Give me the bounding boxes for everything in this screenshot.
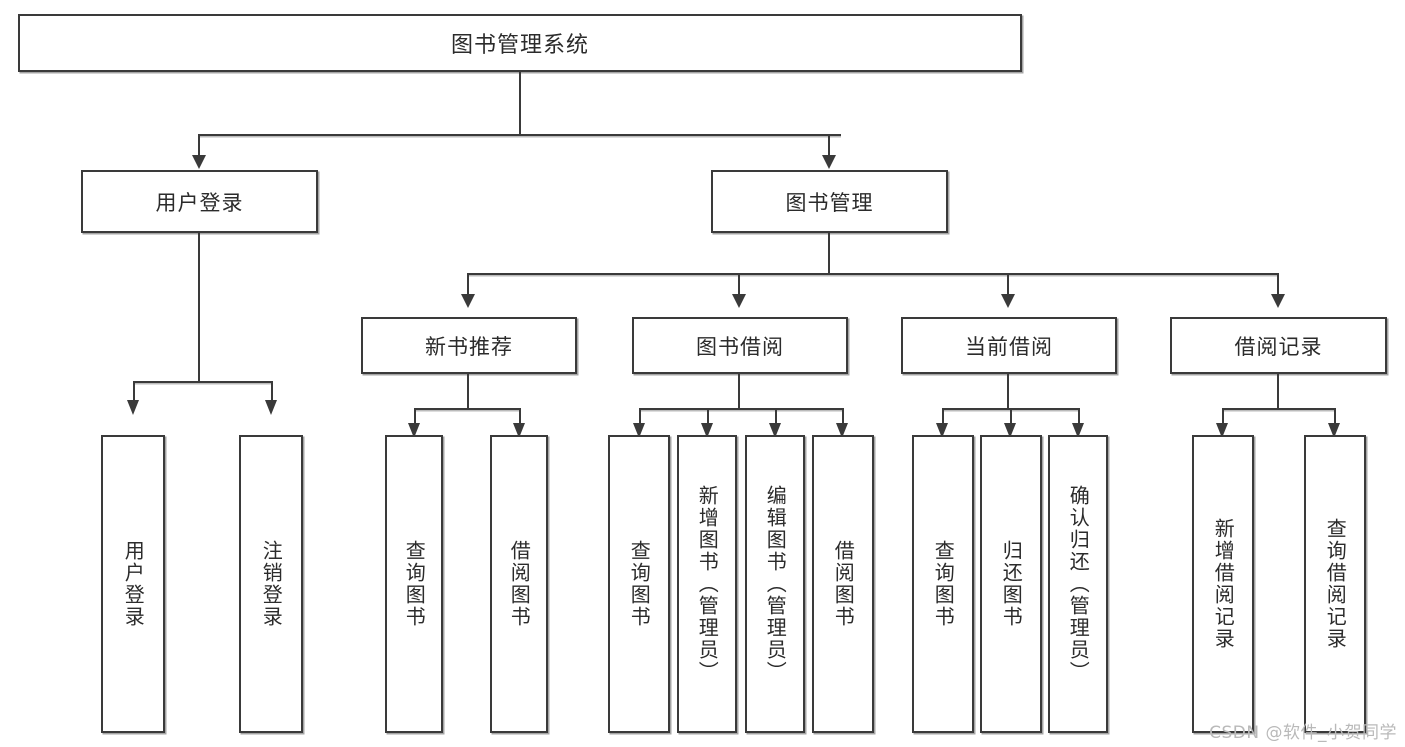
- connector-user-login-stem: [198, 233, 200, 383]
- leaf-borrow-book-recommend[interactable]: 借阅图书: [490, 435, 548, 733]
- arrow-to-book-manage: [822, 155, 836, 169]
- connector-current-borrow-leaf-3: [1078, 408, 1080, 426]
- leaf-logout[interactable]: 注销登录: [239, 435, 303, 733]
- leaf-query-borrow-record[interactable]: 查询借阅记录: [1304, 435, 1366, 733]
- node-book-borrow[interactable]: 图书借阅: [632, 317, 848, 374]
- connector-book-borrow-leaf-2: [707, 408, 709, 426]
- arrow-user-login-leaf-1: [127, 400, 139, 415]
- leaf-borrow-book[interactable]: 借阅图书: [812, 435, 874, 733]
- connector-book-borrow-leaf-1: [639, 408, 641, 426]
- connector-borrow-record-bus: [1222, 408, 1334, 410]
- connector-user-login-leaf-2: [271, 381, 273, 403]
- connector-to-borrow-record: [1277, 273, 1279, 297]
- arrow-to-book-borrow: [732, 294, 746, 308]
- leaf-confirm-return-admin[interactable]: 确认归还（管理员）: [1048, 435, 1108, 733]
- node-root-library-system[interactable]: 图书管理系统: [18, 14, 1022, 72]
- leaf-user-login[interactable]: 用户登录: [101, 435, 165, 733]
- arrow-current-borrow-leaf-1: [936, 423, 948, 438]
- connector-current-borrow-stem: [1007, 374, 1009, 410]
- connector-borrow-record-leaf-2: [1334, 408, 1336, 426]
- arrow-new-book-leaf-1: [408, 423, 420, 438]
- leaf-return-book[interactable]: 归还图书: [980, 435, 1042, 733]
- leaf-add-book-admin[interactable]: 新增图书（管理员）: [677, 435, 737, 733]
- arrow-book-borrow-leaf-1: [633, 423, 645, 438]
- leaf-add-borrow-record[interactable]: 新增借阅记录: [1192, 435, 1254, 733]
- connector-borrow-record-leaf-1: [1222, 408, 1224, 426]
- arrow-to-new-book: [461, 294, 475, 308]
- connector-to-new-book: [467, 273, 469, 297]
- connector-level3-bus: [467, 273, 1277, 275]
- node-current-borrow[interactable]: 当前借阅: [901, 317, 1117, 374]
- connector-to-user-login: [198, 134, 200, 158]
- connector-to-book-manage: [828, 134, 830, 158]
- connector-new-book-leaf-1: [414, 408, 416, 426]
- connector-root-bus: [198, 134, 841, 136]
- csdn-watermark: CSDN @软件_小贺同学: [1209, 723, 1397, 743]
- arrow-to-borrow-record: [1271, 294, 1285, 308]
- connector-user-login-bus: [133, 381, 272, 383]
- connector-to-book-borrow: [738, 273, 740, 297]
- connector-current-borrow-leaf-2: [1010, 408, 1012, 426]
- arrow-current-borrow-leaf-2: [1004, 423, 1016, 438]
- connector-current-borrow-leaf-1: [942, 408, 944, 426]
- connector-root-stem: [519, 72, 521, 135]
- node-user-login[interactable]: 用户登录: [81, 170, 318, 233]
- connector-to-current-borrow: [1007, 273, 1009, 297]
- arrow-borrow-record-leaf-1: [1216, 423, 1228, 438]
- arrow-book-borrow-leaf-3: [769, 423, 781, 438]
- connector-new-book-stem: [467, 374, 469, 410]
- connector-borrow-record-stem: [1277, 374, 1279, 410]
- arrow-current-borrow-leaf-3: [1072, 423, 1084, 438]
- leaf-edit-book-admin[interactable]: 编辑图书（管理员）: [745, 435, 805, 733]
- arrow-borrow-record-leaf-2: [1328, 423, 1340, 438]
- arrow-to-current-borrow: [1001, 294, 1015, 308]
- node-borrow-record[interactable]: 借阅记录: [1170, 317, 1387, 374]
- connector-book-borrow-bus: [639, 408, 844, 410]
- arrow-book-borrow-leaf-4: [836, 423, 848, 438]
- leaf-query-book-recommend[interactable]: 查询图书: [385, 435, 443, 733]
- arrow-to-user-login: [192, 155, 206, 169]
- node-new-book-recommend[interactable]: 新书推荐: [361, 317, 577, 374]
- connector-book-borrow-leaf-3: [775, 408, 777, 426]
- arrow-book-borrow-leaf-2: [701, 423, 713, 438]
- leaf-query-book-current[interactable]: 查询图书: [912, 435, 974, 733]
- arrow-user-login-leaf-2: [265, 400, 277, 415]
- connector-user-login-leaf-1: [133, 381, 135, 403]
- leaf-query-book-borrow[interactable]: 查询图书: [608, 435, 670, 733]
- connector-new-book-leaf-2: [519, 408, 521, 426]
- node-book-management[interactable]: 图书管理: [711, 170, 948, 233]
- connector-book-manage-stem: [828, 233, 830, 275]
- arrow-new-book-leaf-2: [513, 423, 525, 438]
- connector-book-borrow-leaf-4: [842, 408, 844, 426]
- connector-book-borrow-stem: [738, 374, 740, 410]
- connector-new-book-bus: [414, 408, 521, 410]
